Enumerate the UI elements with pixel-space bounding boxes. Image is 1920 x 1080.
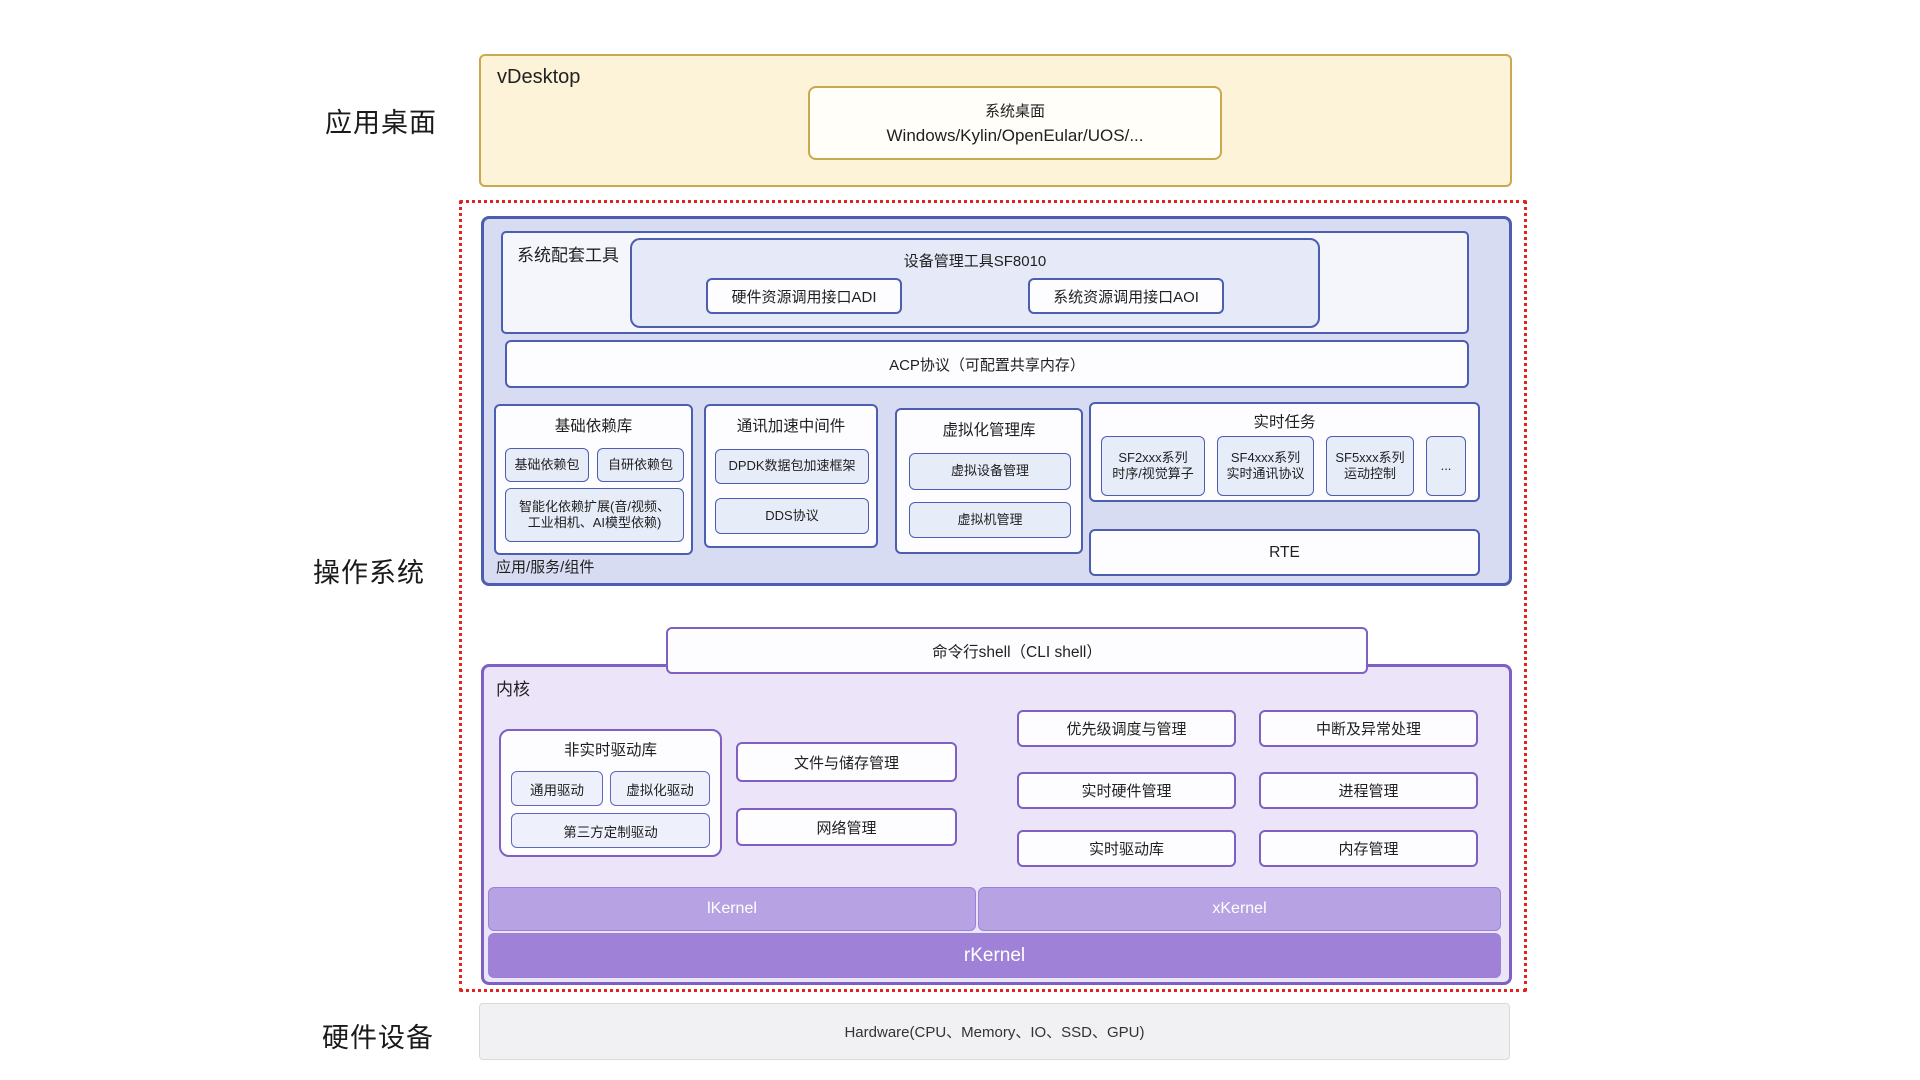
realtime-driver-box: 实时驱动库 — [1017, 830, 1236, 867]
priority-scheduling-box: 优先级调度与管理 — [1017, 710, 1236, 747]
comm-middleware-title: 通讯加速中间件 — [736, 418, 846, 435]
row-label-os: 操作系统 — [313, 558, 425, 588]
kernel-box: 内核 非实时驱动库 通用驱动 虚拟化驱动 第三方定制驱动 文件与储存管理 网络管… — [481, 664, 1512, 985]
dpdk-chip: DPDK数据包加速框架 — [715, 449, 869, 484]
app-services-box: 系统配套工具 设备管理工具SF8010 硬件资源调用接口ADI 系统资源调用接口… — [481, 216, 1512, 586]
dds-chip: DDS协议 — [715, 498, 869, 534]
realtime-chip-sf5: SF5xxx系列 运动控制 — [1326, 436, 1414, 496]
realtime-hardware-box: 实时硬件管理 — [1017, 772, 1236, 809]
thirdparty-driver-chip: 第三方定制驱动 — [511, 813, 710, 848]
virt-driver-chip: 虚拟化驱动 — [610, 771, 710, 806]
rkernel-band: rKernel — [488, 933, 1501, 978]
device-tool-title: 设备管理工具SF8010 — [903, 253, 1047, 270]
realtime-chip-sf2: SF2xxx系列 时序/视觉算子 — [1101, 436, 1205, 496]
rte-box: RTE — [1089, 529, 1480, 576]
row-label-hardware: 硬件设备 — [322, 1023, 434, 1053]
base-deps-box: 基础依赖库 基础依赖包 自研依赖包 智能化依赖扩展(音/视频、 工业相机、AI模… — [494, 404, 693, 555]
vdesktop-box: vDesktop 系统桌面 Windows/Kylin/OpenEular/UO… — [479, 54, 1512, 187]
base-deps-title: 基础依赖库 — [554, 418, 633, 435]
hardware-bar: Hardware(CPU、Memory、IO、SSD、GPU) — [479, 1003, 1510, 1060]
base-deps-chip: 自研依赖包 — [597, 448, 684, 482]
virtual-device-chip: 虚拟设备管理 — [909, 453, 1071, 490]
system-tools-label: 系统配套工具 — [517, 246, 619, 265]
interrupt-exception-box: 中断及异常处理 — [1259, 710, 1478, 747]
lkernel-band: lKernel — [488, 887, 976, 931]
virtualization-title: 虚拟化管理库 — [942, 422, 1036, 439]
base-deps-wide-chip: 智能化依赖扩展(音/视频、 工业相机、AI模型依赖) — [505, 488, 684, 542]
virtualization-box: 虚拟化管理库 虚拟设备管理 虚拟机管理 — [895, 408, 1083, 554]
realtime-tasks-title: 实时任务 — [1253, 414, 1316, 431]
nonrt-drivers-box: 非实时驱动库 通用驱动 虚拟化驱动 第三方定制驱动 — [499, 729, 722, 857]
device-tool-box: 设备管理工具SF8010 硬件资源调用接口ADI 系统资源调用接口AOI — [630, 238, 1320, 328]
os-boundary-dashed — [459, 200, 1527, 992]
network-mgmt-box: 网络管理 — [736, 808, 957, 846]
app-footer-label: 应用/服务/组件 — [496, 559, 595, 576]
nonrt-drivers-title: 非实时驱动库 — [563, 742, 657, 759]
system-tools-box: 系统配套工具 设备管理工具SF8010 硬件资源调用接口ADI 系统资源调用接口… — [501, 231, 1469, 334]
file-storage-box: 文件与储存管理 — [736, 742, 957, 782]
memory-mgmt-box: 内存管理 — [1259, 830, 1478, 867]
virtual-machine-chip: 虚拟机管理 — [909, 502, 1071, 538]
aoi-interface-box: 系统资源调用接口AOI — [1028, 278, 1224, 314]
process-mgmt-box: 进程管理 — [1259, 772, 1478, 809]
base-deps-chip: 基础依赖包 — [505, 448, 589, 482]
realtime-chip-sf4: SF4xxx系列 实时通讯协议 — [1217, 436, 1314, 496]
vdesktop-label: vDesktop — [497, 66, 581, 88]
system-desktop-box: 系统桌面 Windows/Kylin/OpenEular/UOS/... — [808, 86, 1222, 160]
cli-shell-box: 命令行shell（CLI shell） — [666, 627, 1368, 674]
system-desktop-title: 系统桌面 — [984, 103, 1045, 120]
kernel-label: 内核 — [496, 680, 530, 699]
xkernel-band: xKernel — [978, 887, 1501, 931]
realtime-chip-more: ... — [1426, 436, 1466, 496]
row-label-desktop: 应用桌面 — [325, 108, 437, 138]
system-desktop-subtitle: Windows/Kylin/OpenEular/UOS/... — [886, 126, 1144, 145]
adi-interface-box: 硬件资源调用接口ADI — [706, 278, 902, 314]
generic-driver-chip: 通用驱动 — [511, 771, 603, 806]
acp-protocol-bar: ACP协议（可配置共享内存） — [505, 340, 1469, 388]
realtime-tasks-box: 实时任务 SF2xxx系列 时序/视觉算子 SF4xxx系列 实时通讯协议 SF… — [1089, 402, 1480, 502]
comm-middleware-box: 通讯加速中间件 DPDK数据包加速框架 DDS协议 — [704, 404, 878, 548]
